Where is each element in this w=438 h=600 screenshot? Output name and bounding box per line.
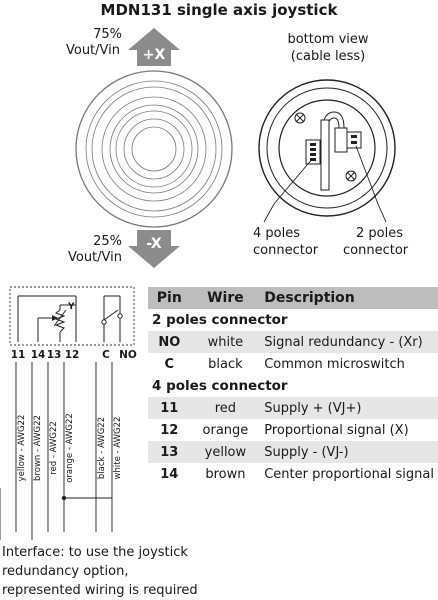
- pin-cell: NO: [148, 331, 191, 353]
- table-row: 14 brown Center proportional signal: [148, 463, 438, 485]
- wire-cell: yellow: [190, 441, 261, 463]
- pin-label-13: 13: [47, 349, 62, 361]
- header-description: Description: [260, 287, 438, 309]
- pin-cell: 14: [160, 466, 179, 482]
- wire-label-red: red - AWG22: [49, 421, 59, 475]
- bottom-view-subcaption: (cable less): [291, 49, 365, 64]
- connector2-label: 2 poles: [356, 226, 403, 241]
- wire-label-white: white - AWG22: [113, 417, 123, 480]
- bottom-view-body: [258, 79, 396, 217]
- wiring-schematic: Y 11 14 13 12 C NO yellow - AWG22 brown …: [0, 286, 137, 540]
- wire-cell: red: [190, 397, 261, 419]
- section-label: 4 poles connector: [152, 378, 288, 394]
- pin-label-14: 14: [31, 349, 46, 361]
- bottom-view-caption: bottom view: [287, 32, 368, 47]
- potentiometer-label: Y: [67, 302, 75, 312]
- section-row-4-poles: 4 poles connector: [148, 375, 438, 397]
- pin-cell: 11: [148, 397, 191, 419]
- table-row: NO white Signal redundancy - (Xr): [148, 331, 438, 353]
- pin-label-11: 11: [11, 349, 26, 361]
- potentiometer-icon: [52, 309, 67, 333]
- plus-x-arrow: +X: [128, 28, 180, 66]
- connector2-leader: [355, 145, 387, 223]
- wire-cell: orange: [202, 422, 249, 438]
- interface-note: Interface: to use the joystick redundanc…: [2, 545, 198, 598]
- pin-cell: 13: [148, 441, 191, 463]
- pin-label-12: 12: [65, 349, 80, 361]
- section-label: 2 poles connector: [152, 312, 288, 328]
- description-cell: Supply - (VJ-): [260, 441, 438, 463]
- table-row: 11 red Supply + (VJ+): [148, 397, 438, 419]
- wire-cell: black: [208, 356, 243, 372]
- description-cell: Signal redundancy - (Xr): [260, 331, 438, 353]
- top-percent-label: 75%: [93, 27, 122, 42]
- description-cell: Center proportional signal: [264, 466, 434, 482]
- pin-label-no: NO: [119, 349, 137, 361]
- connector4-leader: [263, 157, 314, 223]
- plus-x-label: +X: [143, 47, 166, 63]
- table-row: C black Common microswitch: [148, 353, 438, 375]
- wire-label-brown: brown - AWG22: [33, 415, 43, 481]
- mounting-screw-icon: [294, 112, 357, 182]
- section-row-2-poles: 2 poles connector: [148, 309, 438, 331]
- description-cell: Supply + (VJ+): [260, 397, 438, 419]
- front-view: +X 75% Vout/Vin -X 25% Vout/Vin: [66, 27, 233, 268]
- schematic-housing: [9, 286, 135, 346]
- minus-x-label: -X: [146, 236, 162, 252]
- pin-cell: C: [164, 356, 175, 372]
- internal-wiring: [320, 111, 348, 191]
- table-header-row: Pin Wire Description: [148, 287, 438, 309]
- header-wire: Wire: [190, 287, 261, 309]
- wire-junction: [61, 495, 67, 501]
- bottom-view: bottom view (cable less): [253, 32, 409, 258]
- wire-label-yellow: yellow - AWG22: [17, 415, 27, 482]
- minus-x-arrow: -X: [128, 230, 180, 268]
- wire-label-black: black - AWG22: [97, 417, 107, 479]
- pin-cell: 12: [160, 422, 179, 438]
- bottom-ratio-label: Vout/Vin: [68, 250, 122, 265]
- table-row: 12 orange Proportional signal (X): [148, 419, 438, 441]
- wire-cell: white: [190, 331, 261, 353]
- pin-table: Pin Wire Description 2 poles connector N…: [148, 287, 438, 485]
- wire-label-orange: orange - AWG22: [65, 413, 75, 483]
- connector4-sublabel: connector: [253, 243, 319, 258]
- table-row: 13 yellow Supply - (VJ-): [148, 441, 438, 463]
- microswitch-icon: [101, 309, 123, 325]
- connector2-sublabel: connector: [343, 243, 409, 258]
- top-ratio-label: Vout/Vin: [66, 43, 120, 58]
- page-title: MDN131 single axis joystick: [101, 1, 339, 19]
- joystick-front-body: [75, 70, 233, 228]
- header-pin: Pin: [148, 287, 191, 309]
- bottom-percent-label: 25%: [93, 234, 122, 249]
- wire-cell: brown: [205, 466, 246, 482]
- four-pole-connector-icon: [305, 139, 321, 165]
- pin-label-c: C: [102, 349, 110, 361]
- connector4-label: 4 poles: [253, 226, 300, 241]
- description-cell: Proportional signal (X): [264, 422, 409, 438]
- description-cell: Common microswitch: [264, 356, 405, 372]
- two-pole-connector-icon: [346, 131, 362, 149]
